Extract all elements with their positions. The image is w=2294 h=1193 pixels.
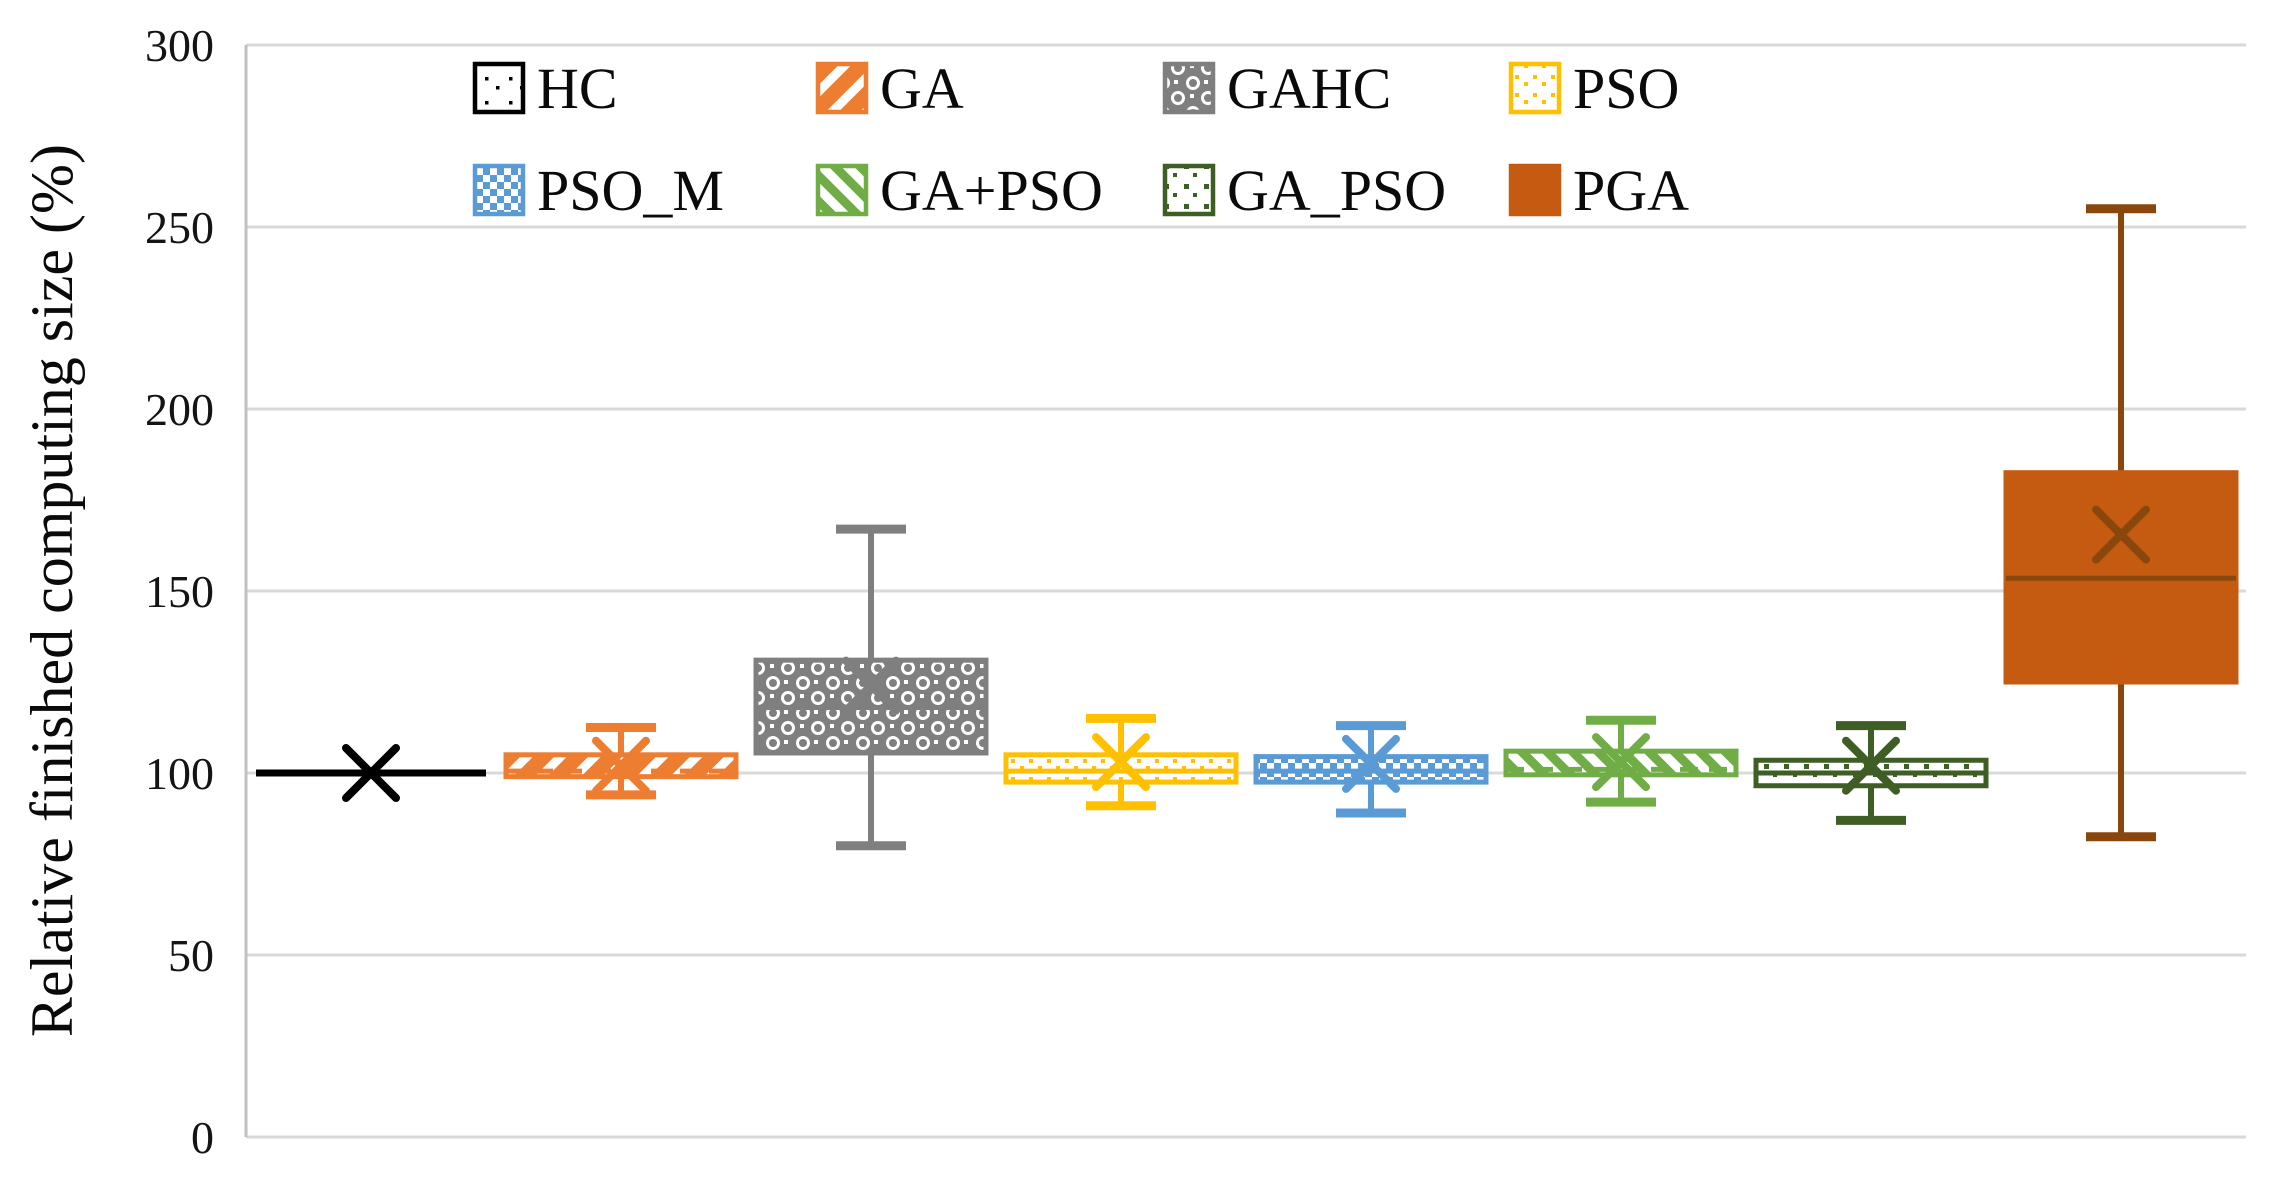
mean-x-marker-GA_PSO bbox=[1842, 736, 1900, 795]
legend-item-PGA: PGA bbox=[1508, 158, 1689, 223]
legend-label-GA: GA bbox=[880, 56, 964, 121]
mean-x-marker-GA bbox=[592, 736, 650, 795]
legend-swatch-GAHC bbox=[1162, 61, 1216, 115]
legend-swatch-HC bbox=[472, 61, 526, 115]
legend-swatch-PGA bbox=[1508, 163, 1562, 217]
legend-label-GAHC: GAHC bbox=[1227, 56, 1391, 121]
legend-label-GA_PSO: GA_PSO bbox=[1227, 158, 1446, 223]
legend-item-GA: GA bbox=[815, 56, 964, 121]
series-GA bbox=[503, 723, 739, 800]
legend-swatch-GA+PSO bbox=[815, 163, 869, 217]
legend-label-GA+PSO: GA+PSO bbox=[880, 158, 1103, 223]
legend-item-PSO: PSO bbox=[1508, 56, 1679, 121]
legend-label-HC: HC bbox=[537, 56, 618, 121]
legend-item-GA+PSO: GA+PSO bbox=[815, 158, 1103, 223]
legend-item-PSO_M: PSO_M bbox=[472, 158, 724, 223]
legend-swatch-GA_PSO bbox=[1162, 163, 1216, 217]
series-PSO_M bbox=[1253, 721, 1489, 818]
legend-label-PSO: PSO bbox=[1573, 56, 1679, 121]
legend-item-HC: HC bbox=[472, 56, 618, 121]
legend-item-GAHC: GAHC bbox=[1162, 56, 1391, 121]
series-GAHC bbox=[753, 524, 989, 851]
y-tick-label-250: 250 bbox=[145, 202, 214, 253]
series-PSO bbox=[1003, 713, 1239, 811]
y-tick-label-0: 0 bbox=[191, 1112, 214, 1163]
y-tick-labels: 0 50 100 150 200 250 300 bbox=[145, 20, 214, 1163]
y-tick-label-100: 100 bbox=[145, 748, 214, 799]
y-axis-title: Relative finished computing size (%) bbox=[18, 144, 85, 1038]
y-tick-label-50: 50 bbox=[168, 930, 214, 981]
legend-item-GA_PSO: GA_PSO bbox=[1162, 158, 1446, 223]
mean-x-marker-PGA bbox=[2092, 505, 2150, 564]
mean-x-marker-HC bbox=[342, 744, 400, 802]
series-GA+PSO bbox=[1503, 715, 1739, 807]
mean-x-marker-GA+PSO bbox=[1592, 733, 1650, 792]
y-tick-label-150: 150 bbox=[145, 566, 214, 617]
series-HC bbox=[256, 744, 486, 802]
mean-x-marker-PSO bbox=[1092, 733, 1150, 792]
series-GA_PSO bbox=[1753, 721, 1989, 825]
series-PGA bbox=[2003, 204, 2239, 842]
mean-x-marker-GAHC bbox=[842, 656, 900, 715]
y-tick-label-300: 300 bbox=[145, 20, 214, 71]
mean-x-marker-PSO_M bbox=[1342, 734, 1400, 793]
y-axis-title-area: Relative finished computing size (%) bbox=[0, 45, 104, 1137]
legend-label-PSO_M: PSO_M bbox=[537, 158, 724, 223]
legend-swatch-GA bbox=[815, 61, 869, 115]
legend-label-PGA: PGA bbox=[1573, 158, 1689, 223]
legend-swatch-PSO_M bbox=[472, 163, 526, 217]
legend-swatch-PSO bbox=[1508, 61, 1562, 115]
y-tick-label-200: 200 bbox=[145, 384, 214, 435]
legend: HC GA GAHC PSO PSO_M GA+PSO GA_PSO PGA bbox=[472, 56, 1689, 223]
